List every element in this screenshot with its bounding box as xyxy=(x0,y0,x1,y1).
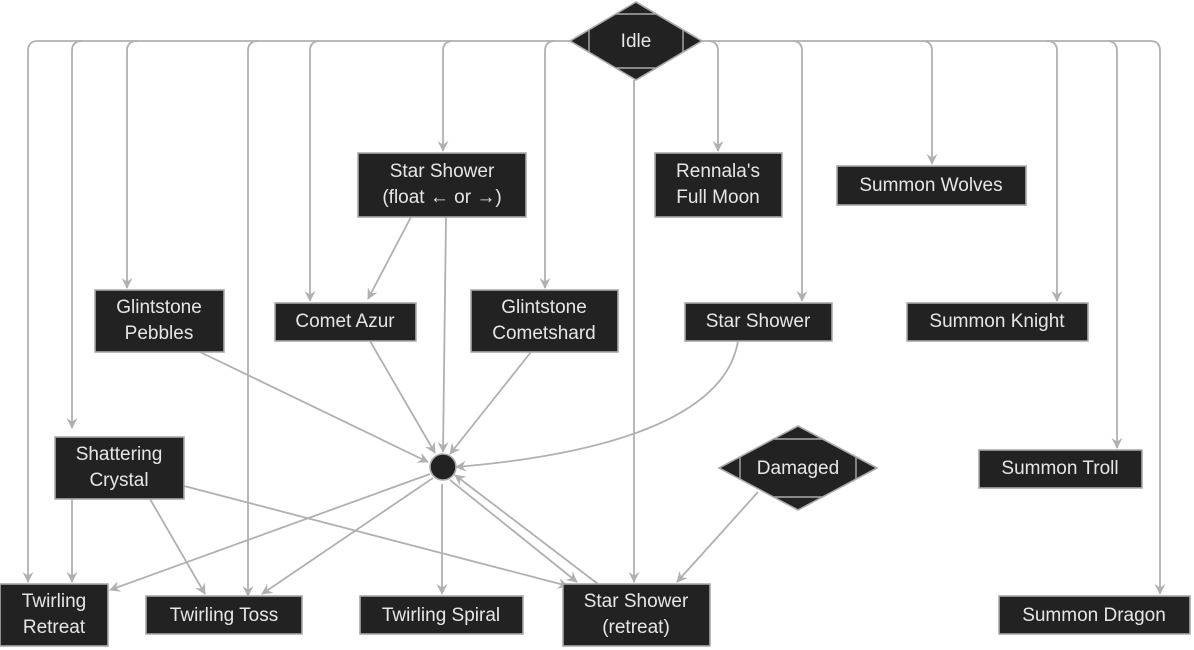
edge-idle-summon-troll xyxy=(1106,40,1123,449)
label-line: Full Moon xyxy=(676,187,759,208)
label-line: Summon Troll xyxy=(1001,458,1118,479)
node-star-shower[interactable]: Star Shower xyxy=(684,302,833,342)
node-comet-azur-label: Comet Azur xyxy=(295,311,395,332)
node-twirling-spiral[interactable]: Twirling Spiral xyxy=(359,595,524,635)
label-line: Pebbles xyxy=(125,323,194,344)
node-twirling-spiral-label: Twirling Spiral xyxy=(382,605,500,626)
edge-idle-glintstone-cometshard xyxy=(539,40,556,289)
edge-comet-azur-junction xyxy=(369,340,436,454)
node-star-shower-float-label: Star Shower (float ← or →) xyxy=(382,161,501,208)
label-line: Star Shower xyxy=(706,311,811,332)
node-comet-azur[interactable]: Comet Azur xyxy=(274,302,417,342)
edge-star-shower-retreat-junction xyxy=(454,474,599,585)
node-summon-knight[interactable]: Summon Knight xyxy=(906,302,1089,342)
node-twirling-toss[interactable]: Twirling Toss xyxy=(145,595,303,635)
edge-idle-twirling-toss xyxy=(242,40,259,597)
label-line: (retreat) xyxy=(602,617,670,638)
edge-star-shower-float-comet-azur xyxy=(367,216,412,300)
label-line: Comet Azur xyxy=(295,311,395,332)
label-line: Shattering xyxy=(76,444,163,465)
node-idle[interactable]: Idle xyxy=(568,1,704,81)
edge-idle-star-shower-float xyxy=(437,40,454,152)
node-summon-knight-label: Summon Knight xyxy=(929,311,1065,332)
edges xyxy=(22,40,1166,597)
edge-idle-rennalas-full-moon xyxy=(707,40,724,152)
node-idle-label: Idle xyxy=(621,31,652,52)
label-line: Retreat xyxy=(23,617,86,638)
node-summon-troll-label: Summon Troll xyxy=(1001,458,1118,479)
node-twirling-toss-label: Twirling Toss xyxy=(170,605,278,626)
node-star-shower-float[interactable]: Star Shower (float ← or →) xyxy=(357,152,527,218)
edge-idle-comet-azur xyxy=(304,40,321,302)
node-summon-troll[interactable]: Summon Troll xyxy=(978,449,1143,489)
label-line: Twirling Spiral xyxy=(382,605,500,626)
label-line: Twirling xyxy=(22,591,86,612)
label-line: Rennala's xyxy=(676,161,760,182)
label-line: Star Shower xyxy=(584,591,689,612)
edge-idle-star-shower xyxy=(791,40,808,302)
node-damaged[interactable]: Damaged xyxy=(717,425,879,511)
edge-glintstone-pebbles-junction xyxy=(199,351,429,463)
edge-star-shower-float-junction xyxy=(437,216,449,453)
junction-node xyxy=(429,453,457,481)
edge-star-shower-junction xyxy=(455,340,739,472)
label-line: Crystal xyxy=(89,470,148,491)
node-damaged-label: Damaged xyxy=(757,458,839,479)
edge-junction-star-shower-retreat xyxy=(449,479,578,583)
edge-idle-summon-knight xyxy=(1046,40,1063,302)
edge-idle-shattering-crystal xyxy=(66,40,83,429)
edge-junction-twirling-toss xyxy=(261,477,434,595)
edge-shattering-crystal-star-shower-retreat xyxy=(183,485,569,589)
node-summon-dragon-label: Summon Dragon xyxy=(1022,605,1166,626)
node-star-shower-retreat[interactable]: Star Shower (retreat) xyxy=(562,583,711,647)
edge-glintstone-cometshard-junction xyxy=(449,351,532,455)
label-line: Summon Wolves xyxy=(859,175,1002,196)
label-line: Summon Dragon xyxy=(1022,605,1166,626)
label-line: (float ← or →) xyxy=(382,187,501,208)
label-line: Cometshard xyxy=(492,323,596,344)
node-star-shower-retreat-label: Star Shower (retreat) xyxy=(584,591,689,638)
edge-idle-summon-dragon xyxy=(698,40,1166,595)
label-line: Twirling Toss xyxy=(170,605,278,626)
edge-idle-twirling-retreat xyxy=(22,40,575,583)
edge-idle-glintstone-pebbles xyxy=(121,40,138,289)
edge-idle-summon-wolves xyxy=(921,40,938,165)
edge-junction-twirling-retreat xyxy=(109,473,431,592)
edge-shattering-crystal-twirling-toss xyxy=(149,498,206,595)
label-line: Glintstone xyxy=(501,297,587,318)
edge-damaged-star-shower-retreat xyxy=(676,491,759,583)
node-summon-dragon[interactable]: Summon Dragon xyxy=(998,595,1191,635)
label-line: Star Shower xyxy=(390,161,495,182)
label-line: Damaged xyxy=(757,458,839,479)
node-star-shower-label: Star Shower xyxy=(706,311,811,332)
node-summon-wolves[interactable]: Summon Wolves xyxy=(836,165,1027,206)
label-line: Summon Knight xyxy=(929,311,1065,332)
node-summon-wolves-label: Summon Wolves xyxy=(859,175,1002,196)
label-line: Glintstone xyxy=(116,297,202,318)
label-line: Idle xyxy=(621,31,652,52)
